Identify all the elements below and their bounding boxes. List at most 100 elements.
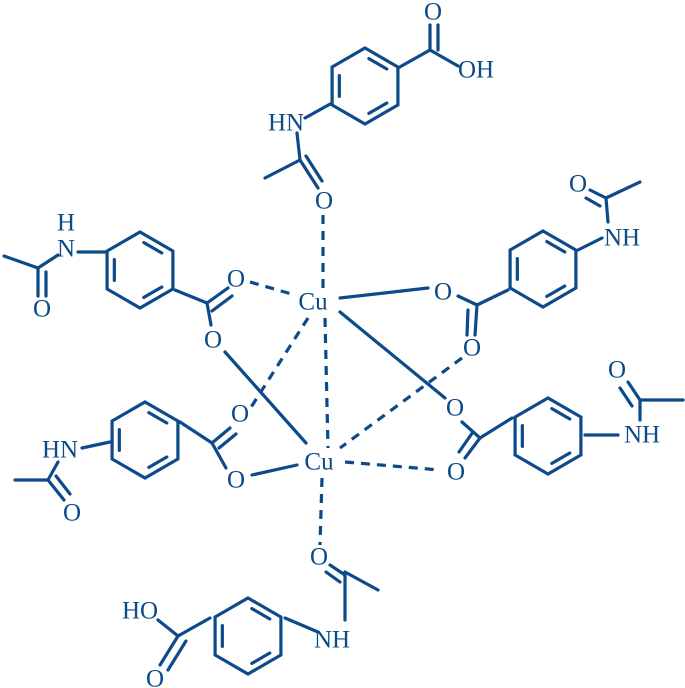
bond	[465, 308, 470, 337]
cu-cu-bond	[323, 317, 330, 449]
coordination-bond	[339, 356, 463, 450]
coordination-bond	[344, 460, 441, 472]
oxygen-atom: O	[569, 171, 587, 198]
bond	[217, 432, 238, 450]
benzene-ring	[110, 400, 180, 480]
bond	[457, 430, 475, 454]
amide-nh-label: HN	[42, 437, 78, 464]
bond	[626, 380, 642, 402]
bond	[604, 180, 642, 200]
bond	[428, 48, 460, 68]
aromatic-double-bond	[250, 606, 272, 621]
aromatic-double-bond	[545, 284, 567, 299]
benzene-ring	[508, 229, 578, 309]
aromatic-double-bond	[147, 410, 169, 425]
benzene-ring	[105, 230, 175, 310]
bond	[166, 639, 188, 672]
aromatic-double-bond	[545, 239, 567, 254]
cu-o-bond	[250, 463, 299, 477]
oxygen-atom: O	[227, 467, 245, 494]
aromatic-double-bond	[367, 56, 389, 71]
bond	[46, 460, 60, 482]
aromatic-double-bond	[142, 240, 164, 255]
bond	[158, 634, 180, 667]
copper-atom-top: Cu	[298, 289, 328, 316]
bond	[205, 286, 230, 305]
bond	[456, 294, 479, 307]
bond	[54, 474, 72, 496]
amide-nh-label: NH	[604, 225, 640, 252]
bond	[473, 303, 479, 337]
oxygen-atom: O	[63, 500, 81, 527]
oxygen-atom: O	[447, 459, 465, 486]
oxygen-atom: O	[446, 395, 464, 422]
oxygen-atom: O	[227, 266, 245, 293]
copper-atom-bottom: Cu	[304, 449, 334, 476]
oxygen-atom: O	[463, 335, 481, 362]
aromatic-double-bond	[550, 451, 572, 466]
bond	[2, 254, 40, 270]
bond	[156, 618, 180, 638]
oxygen-atom: O	[315, 188, 333, 215]
oxygen-atom: O	[231, 401, 249, 428]
bond	[263, 158, 302, 180]
bonds	[2, 23, 685, 672]
aromatic-double-bond	[142, 285, 164, 300]
bond	[475, 288, 510, 307]
benzene-ring	[513, 396, 583, 476]
bond	[210, 441, 228, 470]
bond	[210, 294, 234, 313]
aromatic-double-bond	[367, 101, 389, 116]
bond	[343, 570, 380, 592]
bond	[80, 440, 112, 450]
oxygen-atom: O	[310, 544, 328, 571]
bond	[304, 154, 324, 183]
bond	[618, 386, 634, 408]
bond	[178, 420, 214, 445]
bond	[303, 101, 334, 120]
oxygen-atom: O	[424, 0, 442, 26]
bond	[396, 48, 432, 70]
oxygen-atom: O	[146, 666, 164, 688]
aromatic-double-bond	[550, 406, 572, 421]
bond	[584, 196, 602, 208]
bond	[604, 196, 610, 224]
aromatic-double-bond	[147, 455, 169, 470]
bond	[205, 301, 213, 327]
bond	[210, 426, 232, 445]
atom-labels: Cu Cu O OH HN O H N O O O O NH O O O NH …	[33, 0, 660, 688]
bond	[328, 563, 347, 577]
coordination-bond	[246, 317, 310, 413]
bond	[295, 131, 302, 162]
oxygen-atom: O	[434, 279, 452, 306]
bond	[324, 570, 342, 584]
amide-nh-label: NH	[314, 627, 350, 654]
benzene-ring	[330, 46, 400, 126]
oxygen-atom: O	[204, 327, 222, 354]
bond	[460, 420, 482, 440]
cu-o-bond	[338, 310, 447, 400]
cu-o-bond	[223, 350, 308, 445]
amide-nh-label: NH	[624, 422, 660, 449]
bond	[173, 288, 209, 305]
benzene-rings	[105, 46, 583, 676]
cu-o-bond	[338, 286, 430, 300]
bond	[298, 158, 320, 190]
bond	[478, 416, 514, 440]
hydroxyl-label: HO	[122, 598, 158, 625]
coordination-bond	[318, 477, 324, 546]
bond	[283, 616, 320, 634]
bond	[463, 436, 482, 460]
coordination-bond	[249, 280, 296, 297]
hydrogen-atom: H	[57, 210, 75, 237]
oxygen-atom: O	[33, 296, 51, 323]
oxygen-atom: O	[608, 357, 626, 384]
bond	[46, 478, 66, 502]
bond	[36, 253, 60, 270]
bond	[576, 236, 604, 252]
amide-nh-label: HN	[268, 110, 304, 137]
bond	[176, 616, 212, 638]
aromatic-double-bond	[250, 651, 272, 666]
